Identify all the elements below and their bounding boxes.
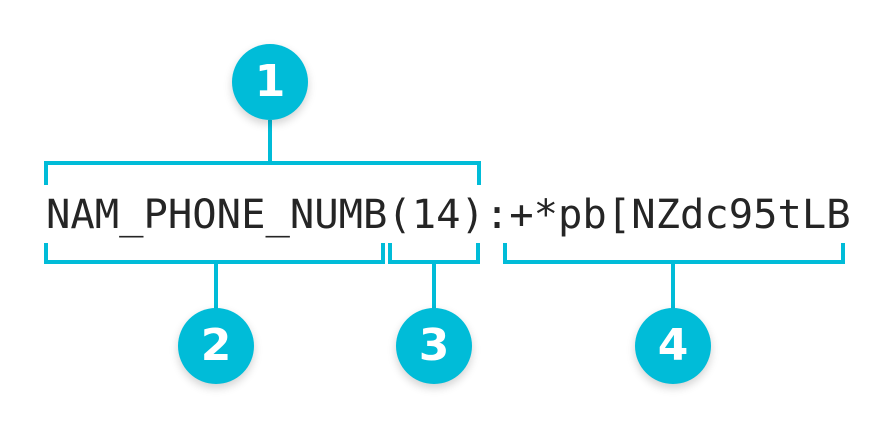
bracket-path-4 (503, 243, 845, 264)
callout-badge-4[interactable]: 4 (635, 308, 711, 384)
code-string: NAM_PHONE_NUMB(14):+*pb[NZdc95tLB (46, 190, 851, 238)
bracket-path-2 (44, 243, 385, 264)
callout-badge-1[interactable]: 1 (232, 44, 308, 120)
callout-badge-2[interactable]: 2 (178, 308, 254, 384)
bracket-segment-1 (44, 120, 481, 185)
callout-badge-3[interactable]: 3 (396, 308, 472, 384)
bracket-path-1 (44, 161, 481, 185)
bracket-path-3 (388, 243, 480, 264)
